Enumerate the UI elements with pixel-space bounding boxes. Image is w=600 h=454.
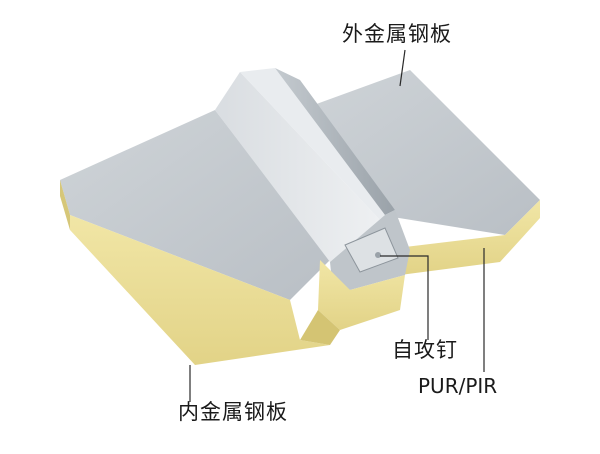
inner-steel-sheet-label: 内金属钢板 — [178, 400, 288, 424]
leader-outer-sheet — [399, 49, 406, 87]
leader-screw — [380, 255, 429, 340]
joint-flange — [344, 227, 399, 273]
ridge-top — [240, 68, 395, 220]
core-material-label: PUR/PIR — [418, 374, 498, 398]
outer-steel-sheet-label: 外金属钢板 — [342, 22, 452, 46]
outer-sheet-right — [300, 70, 540, 235]
self-tapping-screw-label: 自攻钉 — [392, 338, 458, 362]
ridge-right-face — [275, 68, 395, 215]
self-tapping-screw-head — [375, 252, 381, 258]
foam-core-joint — [318, 260, 405, 330]
ridge-left-face — [215, 72, 380, 262]
foam-core-left-front — [70, 215, 330, 365]
outer-sheet-left — [60, 110, 330, 300]
foam-core-joint-shadow — [300, 310, 340, 345]
foam-core-left-side — [60, 180, 70, 230]
